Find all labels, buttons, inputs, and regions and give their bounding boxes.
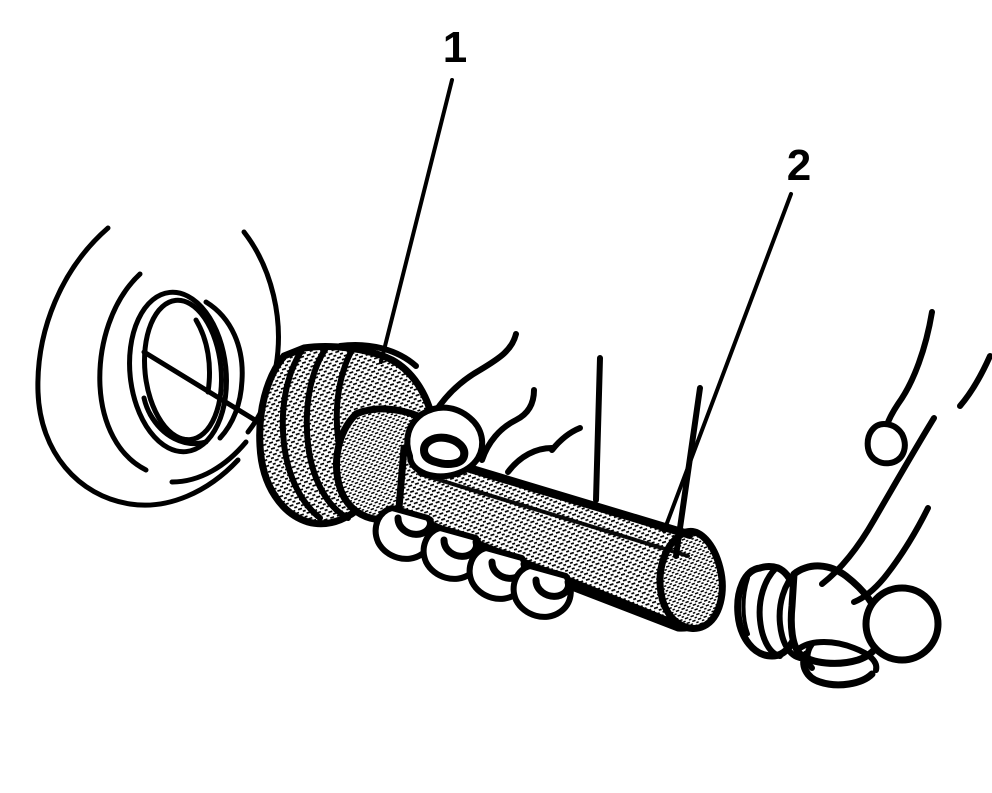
- callout-1-label: 1: [443, 23, 467, 72]
- hammer-grip-crease-3: [804, 641, 815, 671]
- right-hand-finger-contour-1: [819, 415, 937, 587]
- right-hand-thumbnail: [864, 421, 908, 467]
- right-hand-knuckle-hint: [957, 353, 992, 409]
- right-hand: [819, 309, 992, 605]
- drift-bar-highlight-line: [418, 472, 690, 558]
- left-hand-ring-crease: [549, 425, 583, 453]
- callout-2-leader: [662, 192, 793, 533]
- callout-1-leader: [379, 78, 454, 364]
- drift-bar-end-face: [656, 527, 726, 632]
- housing-bore: [35, 225, 281, 508]
- installer-step-arc-2: [303, 345, 351, 521]
- callout-leaders: [379, 78, 793, 533]
- left-hand: [372, 331, 703, 620]
- installer-pilot-shaft: [141, 349, 271, 431]
- housing-inner-lower-arc: [169, 439, 249, 485]
- installer-step-arc-1: [279, 347, 323, 521]
- fingernail-4: [532, 576, 572, 600]
- left-hand-fingertips: [372, 505, 574, 620]
- left-hand-thumbnail: [420, 433, 469, 468]
- left-hand-middle-crease: [505, 445, 555, 475]
- housing-outer-arc: [35, 225, 241, 508]
- left-hand-index-crease: [479, 387, 537, 463]
- seal-ring: [127, 289, 245, 455]
- left-hand-wrist-contour-1: [593, 355, 603, 503]
- hammer-face-edge-arc-2: [776, 569, 803, 661]
- housing-inner-face-arc: [97, 271, 149, 473]
- fingernail-2: [440, 536, 480, 560]
- pilot-shaft-line: [141, 349, 271, 431]
- right-hand-finger-contour-2: [851, 505, 931, 605]
- hammer-face-highlight: [741, 576, 750, 636]
- seal-lower-inner-contour-2: [141, 395, 195, 443]
- callout-2-label: 2: [787, 141, 811, 190]
- hammer-ball-peen: [862, 584, 942, 664]
- ball-peen-hammer: [734, 562, 942, 689]
- seal-far-wall: [203, 299, 245, 441]
- seal-outer-ellipse: [127, 289, 229, 455]
- seal-far-wall-highlight: [193, 317, 212, 395]
- hammer-grip-crease-2: [800, 650, 876, 689]
- fingernail-1: [394, 514, 434, 538]
- hammer-face-edge-arc-1: [756, 565, 783, 659]
